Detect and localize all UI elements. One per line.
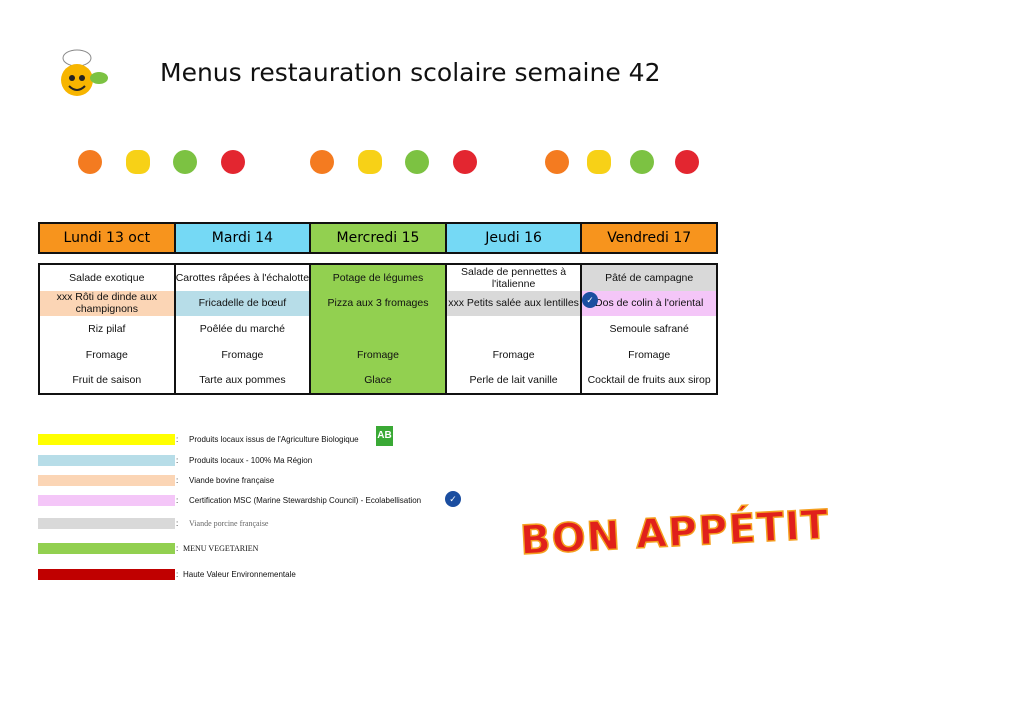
menu-item: Pâté de campagne	[582, 265, 716, 291]
fruits-decoration	[58, 140, 258, 190]
legend-label: Viande bovine française	[189, 476, 275, 485]
legend-label: Produits locaux issus de l'Agriculture B…	[189, 435, 359, 444]
legend-colon: :	[176, 476, 179, 485]
legend-swatch	[38, 434, 175, 445]
menu-item: xxx Petits salée aux lentilles	[446, 290, 581, 317]
bon-appetit-text: BON APPÉTIT	[518, 501, 831, 565]
legend-label: Viande porcine française	[189, 519, 269, 528]
menu-item: Tarte aux pommes	[175, 367, 310, 393]
menu-item: Salade exotique	[40, 265, 174, 291]
page-title: Menus restauration scolaire semaine 42	[160, 58, 661, 87]
menu-item	[446, 316, 581, 342]
legend-colon: :	[176, 519, 179, 528]
menu-item: Fricadelle de bœuf	[175, 290, 310, 317]
menu-item: Cocktail de fruits aux sirop	[582, 367, 716, 393]
menu-item: Glace	[311, 367, 445, 393]
menu-item: Fromage	[175, 341, 310, 368]
menu-item: Fromage	[582, 341, 716, 368]
menu-item: xxx Rôti de dinde aux champignons	[40, 290, 174, 317]
chef-logo	[55, 48, 113, 102]
legend-colon: :	[176, 544, 179, 553]
menu-item: Salade de pennettes à l'italienne	[446, 265, 581, 291]
menu-item: Pizza aux 3 fromages	[311, 290, 445, 317]
legend-label: Haute Valeur Environnementale	[183, 570, 296, 579]
legend-colon: :	[176, 496, 179, 505]
day-header: Lundi 13 oct	[40, 224, 176, 252]
day-header: Mardi 14	[175, 224, 312, 252]
legend-swatch	[38, 495, 175, 506]
msc-logo-icon: ✓	[582, 292, 598, 308]
menu-item: Poêlée du marché	[175, 316, 310, 342]
legend-swatch	[38, 455, 175, 466]
menu-item: Fromage	[311, 341, 445, 368]
legend-swatch	[38, 543, 175, 554]
legend-label: MENU VEGETARIEN	[183, 544, 259, 553]
menu-item: Potage de légumes	[311, 265, 445, 291]
day-header: Jeudi 16	[446, 224, 583, 252]
legend-colon: :	[176, 570, 179, 579]
menu-item: Fruit de saison	[40, 367, 174, 393]
legend-swatch	[38, 569, 175, 580]
legend-swatch	[38, 475, 175, 486]
menu-item: Riz pilaf	[40, 316, 174, 342]
menu-item: Carottes râpées à l'échalotte	[175, 265, 310, 291]
fruits-decoration	[525, 140, 725, 190]
ab-organic-logo: AB	[376, 426, 393, 446]
msc-logo-icon: ✓	[445, 491, 461, 507]
legend-label: Produits locaux - 100% Ma Région	[189, 456, 313, 465]
menu-item: Fromage	[40, 341, 174, 368]
legend-label: Certification MSC (Marine Stewardship Co…	[189, 496, 422, 505]
fruits-decoration	[290, 140, 490, 190]
day-header: Vendredi 17	[582, 224, 716, 252]
menu-item: Dos de colin à l'oriental	[582, 290, 716, 317]
day-header: Mercredi 15	[311, 224, 447, 252]
menu-item	[311, 316, 445, 342]
menu-item: Perle de lait vanille	[446, 367, 581, 393]
menu-item: Semoule safrané	[582, 316, 716, 342]
menu-item: Fromage	[446, 341, 581, 368]
legend-colon: :	[176, 456, 179, 465]
legend-swatch	[38, 518, 175, 529]
legend-colon: :	[176, 435, 179, 444]
